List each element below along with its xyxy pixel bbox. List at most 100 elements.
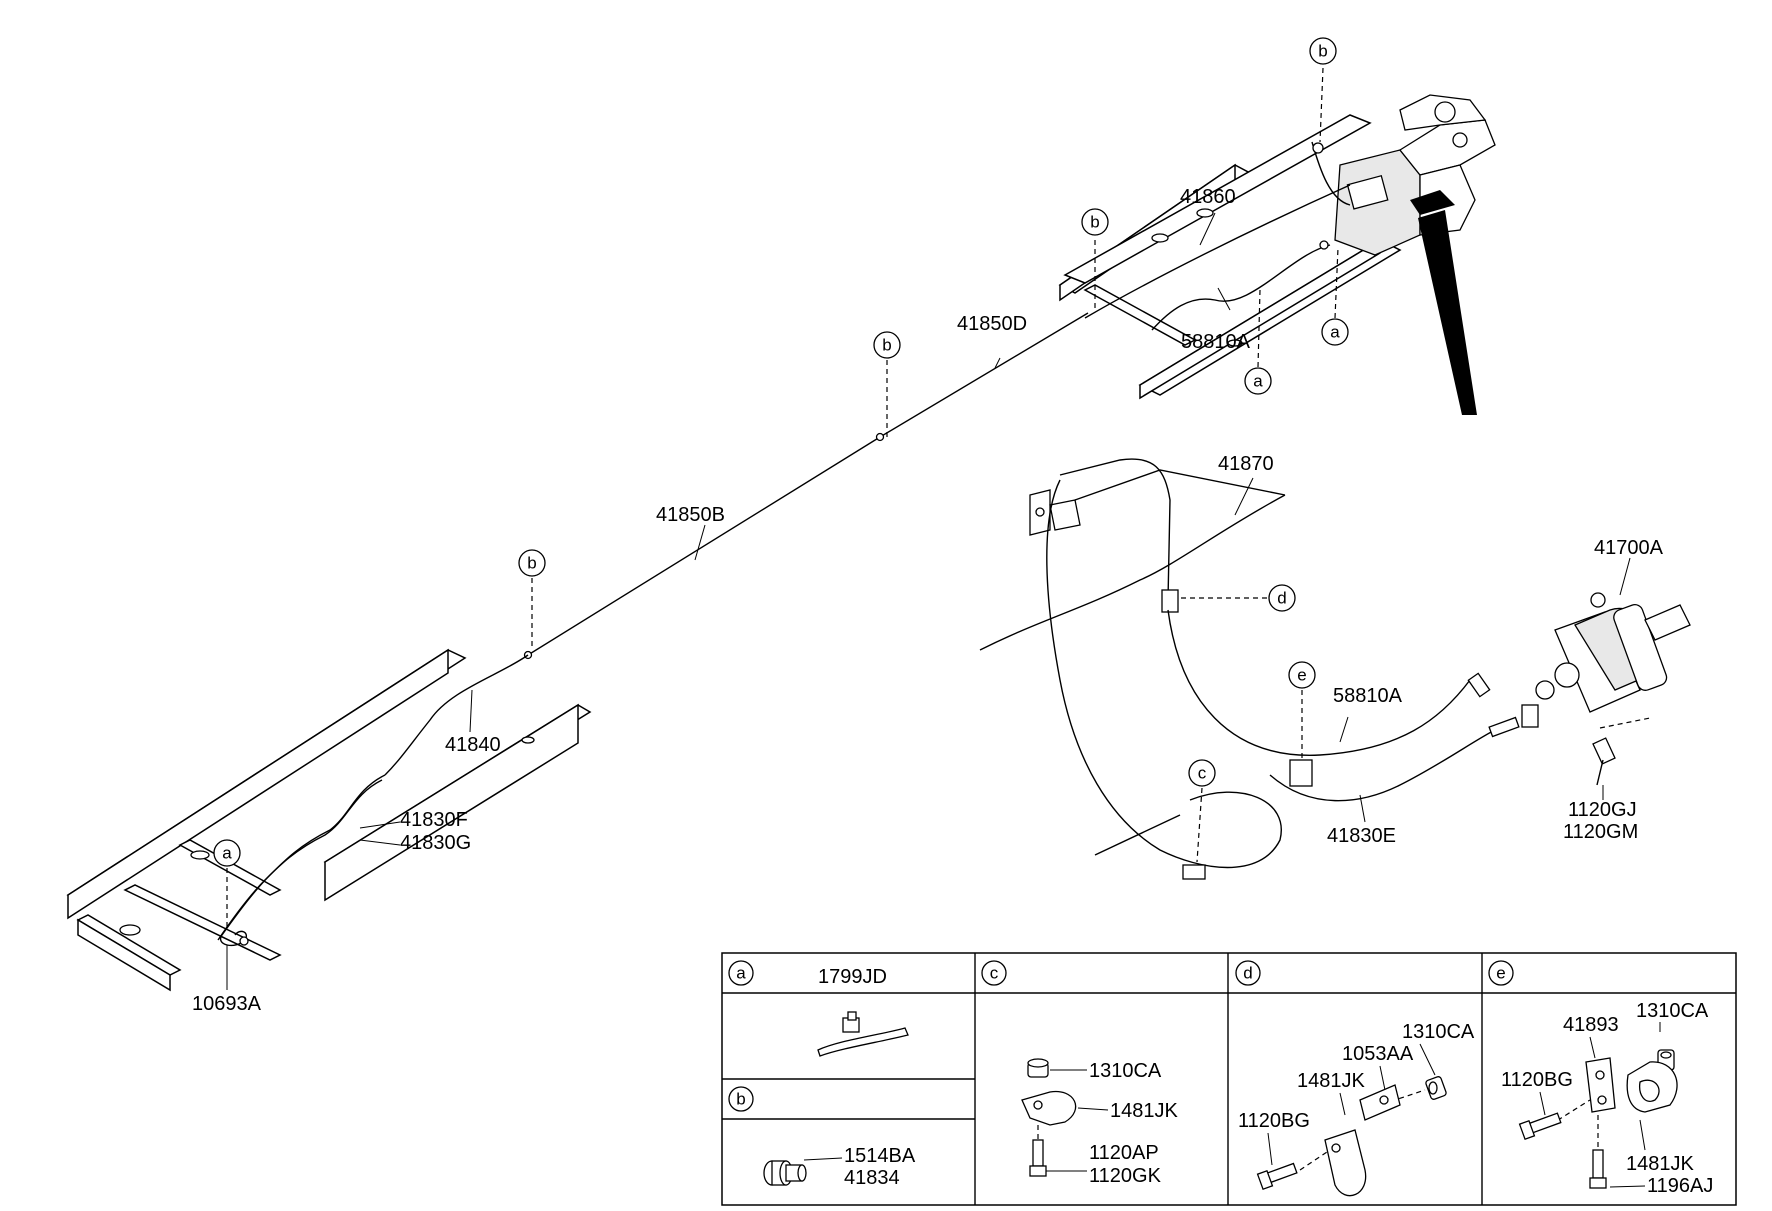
svg-text:b: b — [1318, 42, 1327, 61]
svg-text:a: a — [1330, 323, 1340, 342]
transmission-housing — [1334, 94, 1496, 415]
lower-frame-assembly — [66, 648, 592, 992]
svg-text:c: c — [1198, 764, 1207, 783]
legend-part-1310CA-c: 1310CA — [1089, 1060, 1162, 1082]
legend-part-1799JD: 1799JD — [818, 966, 887, 988]
callout-58810A-mid: 58810A — [1333, 685, 1403, 707]
bolt-icon — [1029, 1139, 1047, 1177]
upper-frame-assembly — [1058, 94, 1496, 415]
svg-text:d: d — [1243, 964, 1252, 983]
legend-part-41834: 41834 — [844, 1167, 900, 1189]
svg-text:a: a — [736, 964, 746, 983]
legend-cell-b: b 1514BA 41834 — [728, 1086, 916, 1189]
nut-icon — [1425, 1076, 1447, 1100]
marker-leaders — [226, 67, 1339, 930]
clip — [1319, 240, 1329, 250]
callout-10693A: 10693A — [192, 993, 262, 1015]
bolt-1120GJ — [1592, 737, 1616, 765]
fitting — [1467, 672, 1491, 698]
legend-part-1481JK-d: 1481JK — [1297, 1070, 1365, 1092]
rail-right-side — [324, 703, 579, 902]
master-cylinder-41700A — [1521, 592, 1691, 786]
svg-text:b: b — [527, 554, 536, 573]
cable-joint — [875, 432, 885, 442]
hose-loop-left — [1046, 479, 1282, 869]
clamp-d — [1161, 589, 1179, 613]
legend-cell-e: e 41893 1310CA 1120BG 1481JK 1196AJ — [1488, 960, 1713, 1197]
frame-hole — [1227, 339, 1243, 347]
cable-41830G — [217, 779, 383, 941]
callout-1120GJ: 1120GJ — [1568, 799, 1637, 821]
mid-cable-assembly — [979, 458, 1691, 880]
legend-part-1514BA: 1514BA — [844, 1145, 916, 1167]
bracket-icon — [1359, 1084, 1401, 1121]
legend-key-c: c — [981, 960, 1007, 986]
legend-part-1196AJ: 1196AJ — [1647, 1175, 1713, 1197]
cable-41850B — [527, 436, 881, 656]
frame-hole — [1151, 233, 1169, 243]
clip — [1312, 142, 1324, 154]
grommet-icon — [763, 1160, 807, 1186]
marker-c: c — [1188, 759, 1216, 787]
legend-part-1481JK-c: 1481JK — [1110, 1100, 1178, 1122]
frame-hole — [1196, 208, 1214, 218]
frame-rail-lower — [1063, 114, 1372, 284]
line-58810A — [1167, 609, 1471, 756]
legend-cell-a: a 1799JD — [728, 960, 909, 1057]
legend-part-1481JK-e: 1481JK — [1626, 1153, 1694, 1175]
callout-41840: 41840 — [445, 734, 501, 756]
hose-41870-lower — [979, 494, 1286, 651]
legend-key-d: d — [1235, 960, 1261, 986]
marker-b-frame: b — [1081, 208, 1109, 236]
svg-text:b: b — [736, 1090, 745, 1109]
svg-text:c: c — [990, 964, 999, 983]
frame-hole — [119, 924, 141, 936]
crossmember-mid — [123, 884, 282, 961]
nut-icon — [1027, 1058, 1049, 1078]
callout-41850B: 41850B — [656, 504, 725, 526]
cable-tie-icon — [817, 1011, 909, 1057]
svg-text:e: e — [1496, 964, 1505, 983]
cable-58810A-upper — [1151, 244, 1331, 331]
legend-part-1053AA: 1053AA — [1342, 1043, 1414, 1065]
frame-hole — [190, 850, 210, 860]
callout-41830F: 41830F — [400, 809, 468, 831]
legend-part-1120BG-d: 1120BG — [1238, 1110, 1310, 1132]
callout-41830G: 41830G — [400, 832, 471, 854]
svg-text:a: a — [222, 844, 232, 863]
legend-key-a: a — [728, 960, 754, 986]
bolt-icon — [1589, 1149, 1607, 1189]
marker-b-mid: b — [873, 331, 901, 359]
legend-part-1120GK: 1120GK — [1089, 1165, 1162, 1187]
svg-text:e: e — [1297, 666, 1306, 685]
bolt-icon — [1256, 1162, 1298, 1191]
legend-table: a 1799JD b 1514BA 418 — [721, 952, 1737, 1206]
callout-41830E: 41830E — [1327, 825, 1396, 847]
marker-b-low: b — [518, 549, 546, 577]
clamp-icon — [1021, 1090, 1077, 1126]
cable-41840 — [384, 654, 529, 776]
hose-lower-run — [1094, 814, 1181, 856]
hose-41870-branch — [1074, 469, 1286, 501]
svg-text:b: b — [1090, 213, 1099, 232]
marker-a-upper-right: a — [1321, 318, 1349, 346]
marker-a-lower: a — [213, 839, 241, 867]
marker-d: d — [1268, 584, 1296, 612]
legend-part-1120AP: 1120AP — [1089, 1142, 1159, 1164]
callout-41860: 41860 — [1180, 186, 1236, 208]
legend-part-1310CA-e: 1310CA — [1636, 1000, 1709, 1022]
bolt-icon — [1518, 1112, 1562, 1141]
callout-41850D: 41850D — [957, 313, 1027, 335]
legend-part-1120BG-e: 1120BG — [1501, 1069, 1573, 1091]
rail-left-side — [67, 648, 449, 920]
legend-part-1310CA-d: 1310CA — [1402, 1021, 1475, 1043]
clip-10693A — [239, 936, 249, 946]
svg-text:a: a — [1253, 372, 1263, 391]
shift-lever — [1418, 210, 1477, 415]
clamp-c — [1182, 864, 1206, 880]
clamp-icon — [1626, 1061, 1678, 1113]
frame-hole — [521, 736, 535, 744]
leader-lines — [226, 212, 1631, 990]
marker-e: e — [1288, 661, 1316, 689]
